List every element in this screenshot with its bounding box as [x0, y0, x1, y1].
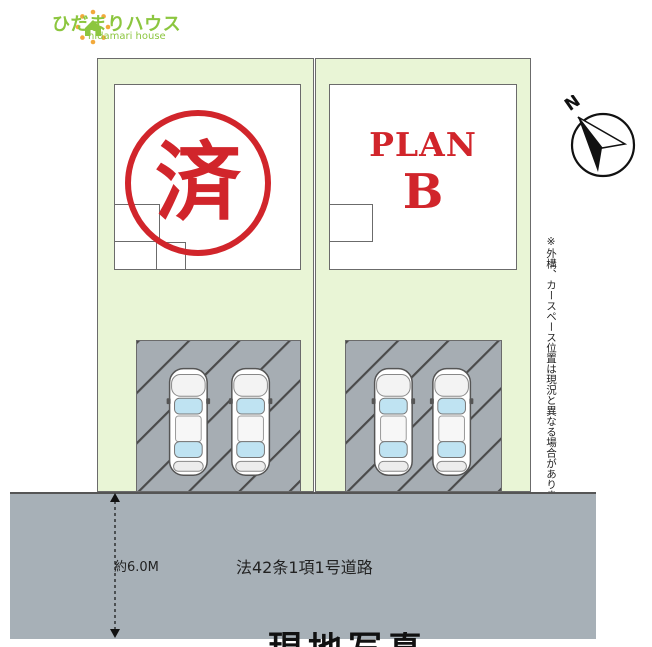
logo-name-jp: ひだまりハウス [52, 14, 182, 35]
entrance-porch-b [329, 204, 373, 242]
section-heading: 現地写真 [268, 632, 428, 647]
road-name-label: 法42条1項1号道路 [236, 558, 373, 577]
car-icon [429, 367, 474, 476]
road [10, 493, 596, 639]
road-width-label: 約6.0M [114, 560, 159, 575]
car-icon [371, 367, 416, 476]
north-compass: N [561, 95, 636, 178]
exterior-note: ※外構、カースペース位置は現況と異なる場合があります。 [545, 236, 557, 521]
road-boundary-line [10, 492, 596, 494]
plan-letter: B [402, 164, 444, 220]
road-width-arrow [110, 493, 120, 638]
plan-label: PLAN [369, 125, 477, 164]
sold-stamp-text: 済 [155, 133, 242, 233]
logo-name-en: hidamari house [88, 31, 166, 42]
parking-space-b [345, 340, 502, 492]
car-icon [228, 367, 273, 476]
compass-north-label: N [561, 95, 584, 116]
sold-stamp-circle [125, 110, 271, 256]
car-icon [166, 367, 211, 476]
sun-house-icon [75, 9, 111, 45]
sold-stamp: 済 [125, 110, 271, 256]
company-logo [75, 9, 111, 45]
parking-space-a [136, 340, 301, 492]
